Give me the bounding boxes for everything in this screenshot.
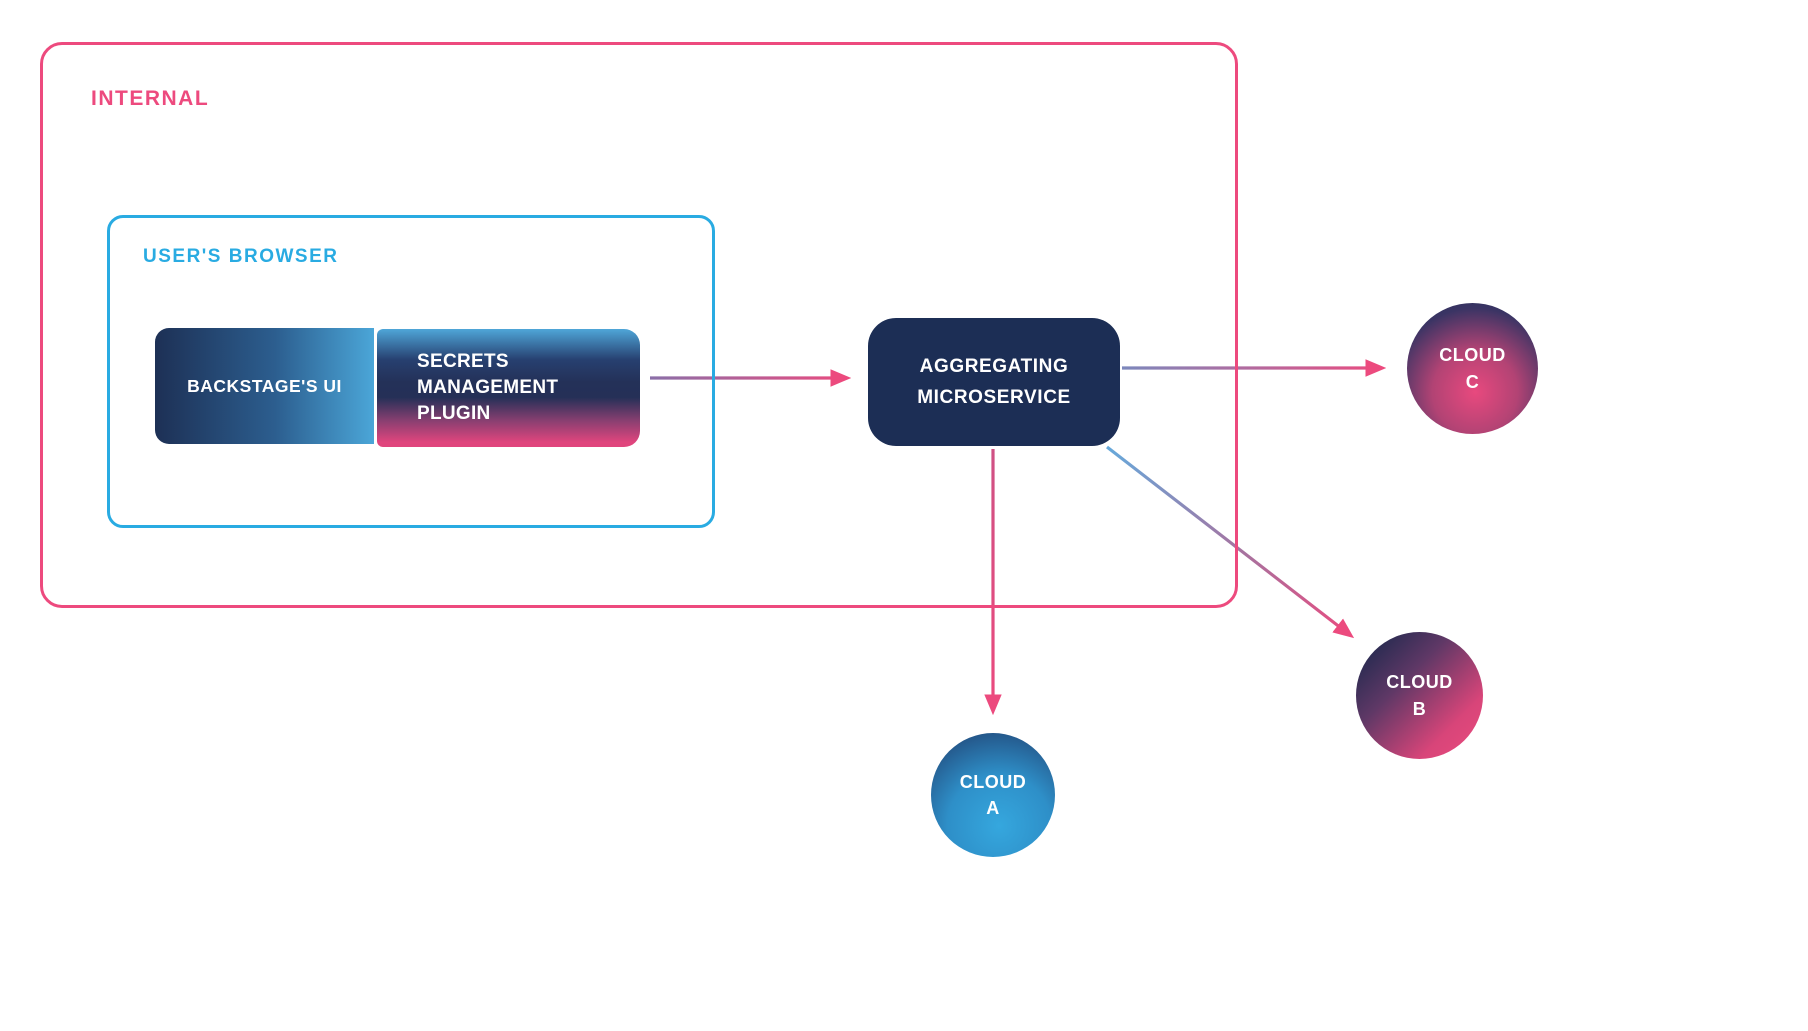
node-cloud-b: CLOUD B: [1356, 632, 1483, 759]
users-browser-boundary: USER'S BROWSER: [107, 215, 715, 528]
internal-label: INTERNAL: [91, 87, 210, 110]
node-cloud-a: CLOUD A: [931, 733, 1055, 857]
internal-boundary: INTERNAL: [40, 42, 1238, 608]
node-secrets-management-plugin: SECRETS MANAGEMENT PLUGIN: [377, 329, 640, 447]
node-backstage-ui: BACKSTAGE'S UI: [155, 328, 374, 444]
node-cloud-c: CLOUD C: [1407, 303, 1538, 434]
cloud-c-label: CLOUD C: [1439, 345, 1506, 392]
secrets-management-plugin-label: SECRETS MANAGEMENT PLUGIN: [417, 350, 559, 425]
cloud-a-label: CLOUD A: [959, 771, 1027, 818]
aggregating-microservice-label: AGGREGATING MICROSERVICE: [917, 355, 1071, 408]
node-aggregating-microservice: AGGREGATING MICROSERVICE: [868, 318, 1120, 446]
users-browser-label: USER'S BROWSER: [143, 246, 339, 267]
backstage-ui-label: BACKSTAGE'S UI: [187, 375, 342, 396]
cloud-b-label: CLOUD B: [1386, 672, 1453, 719]
